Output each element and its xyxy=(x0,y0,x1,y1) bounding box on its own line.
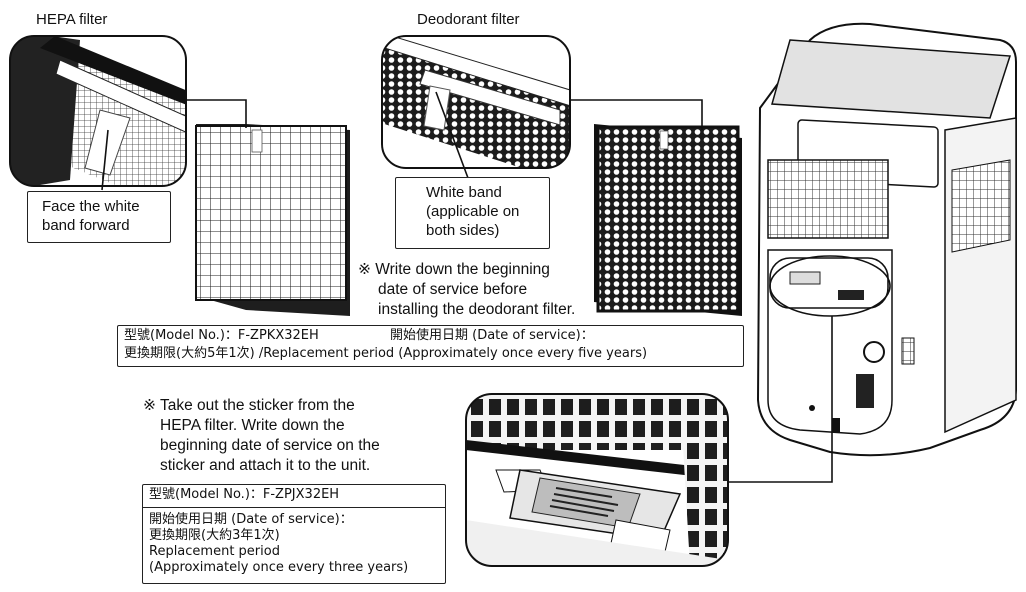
hepa-sticker-divider xyxy=(143,507,445,508)
hepa-zoom-frame xyxy=(9,35,187,187)
dehumidifier-unit-drawing xyxy=(756,22,1017,457)
hepa-filter-drawing xyxy=(195,124,350,316)
unit-zoom-frame xyxy=(465,393,729,567)
hepa-sticker-line-2: 更換期限(大約3年1次) xyxy=(149,528,280,543)
hepa-callout-box: Face the white band forward xyxy=(27,191,171,243)
deodorant-callout-line-3: both sides) xyxy=(426,222,500,239)
hepa-sticker-line-4: (Approximately once every three years) xyxy=(149,560,409,575)
deodorant-callout-line-1: White band xyxy=(426,184,502,201)
hepa-sticker-line-1: 開始使用日期 (Date of service)： xyxy=(149,512,353,527)
deodorant-sticker: 型號(Model No.)：F-ZPKX32EH 開始使用日期 (Date of… xyxy=(117,325,744,367)
deodorant-note-line-2: date of service before xyxy=(378,281,528,298)
hepa-note-line-2: HEPA filter. Write down the xyxy=(160,417,345,434)
hepa-note-line-1: ※ Take out the sticker from the xyxy=(143,397,355,414)
hepa-filter-title: HEPA filter xyxy=(36,11,108,28)
deodorant-callout-line-2: (applicable on xyxy=(426,203,520,220)
deodorant-filter-title: Deodorant filter xyxy=(417,11,520,28)
deodorant-sticker-model: 型號(Model No.)：F-ZPKX32EH xyxy=(124,328,319,343)
deodorant-sticker-date: 開始使用日期 (Date of service)： xyxy=(390,328,594,343)
leader-lines xyxy=(101,91,891,483)
unit-zoom-view xyxy=(466,394,728,566)
deodorant-note-line-3: installing the deodorant filter. xyxy=(378,301,576,318)
deodorant-sticker-period: 更換期限(大約5年1次) /Replacement period (Approx… xyxy=(124,346,648,361)
deodorant-note-line-1: ※ Write down the beginning xyxy=(358,261,550,278)
hepa-zoom-view xyxy=(10,36,186,186)
hepa-callout-line-2: band forward xyxy=(42,217,130,234)
hepa-sticker: 型號(Model No.)：F-ZPJX32EH 開始使用日期 (Date of… xyxy=(142,484,446,584)
hepa-sticker-model: 型號(Model No.)：F-ZPJX32EH xyxy=(149,487,340,502)
deodorant-callout-box: White band (applicable on both sides) xyxy=(395,177,550,249)
hepa-note-line-4: sticker and attach it to the unit. xyxy=(160,457,371,474)
deodorant-filter-drawing xyxy=(594,124,742,316)
hepa-callout-line-1: Face the white xyxy=(42,198,140,215)
deodorant-zoom-frame xyxy=(381,35,571,169)
hepa-sticker-line-3: Replacement period xyxy=(149,544,280,559)
hepa-note-line-3: beginning date of service on the xyxy=(160,437,380,454)
deodorant-zoom-view xyxy=(382,36,570,168)
